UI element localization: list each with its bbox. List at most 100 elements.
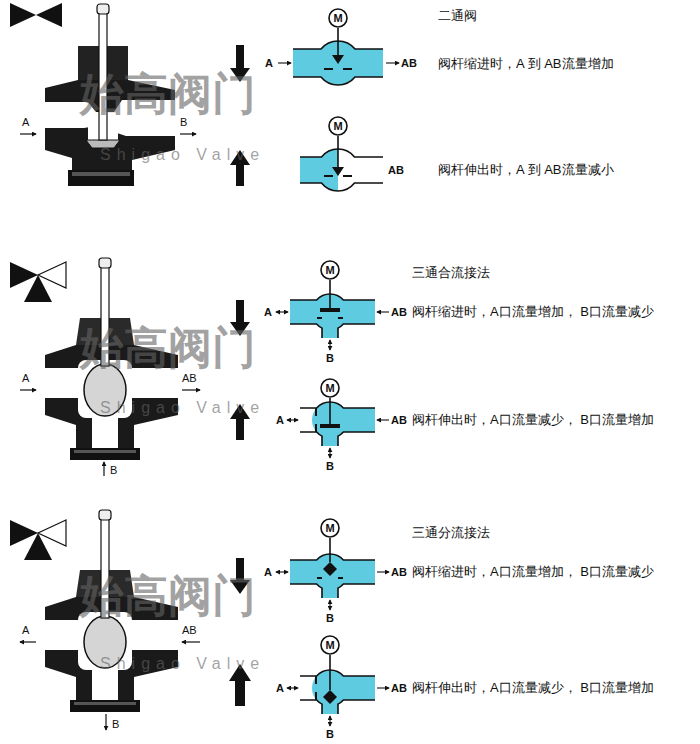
valve-stem <box>329 398 331 424</box>
flow-arrow <box>103 462 104 476</box>
flow-schematic <box>290 554 375 598</box>
port-label: AB <box>391 566 407 579</box>
flow-arrow <box>276 311 288 312</box>
watermark: Shigao Valve <box>100 655 265 673</box>
valve-stem <box>329 280 331 308</box>
valve-stem <box>329 538 331 562</box>
flow-schematic <box>300 402 375 446</box>
port-label: A <box>264 306 272 319</box>
valve-stem <box>329 655 331 690</box>
port-label: AB <box>401 57 417 70</box>
section-heading: 三通分流接法 <box>412 526 490 541</box>
port-label: B <box>326 612 334 625</box>
description-text: 阀杆缩进时，A口流量增加， B口流量减少 <box>412 565 654 580</box>
circle-outline <box>321 636 339 654</box>
description-text: 阀杆伸出时，A口流量减少， B口流量增加 <box>412 681 654 696</box>
valve-plug <box>323 562 337 576</box>
motor-circle: M <box>328 116 348 136</box>
flow-arrow <box>278 62 291 63</box>
motor-letter: M <box>325 640 334 651</box>
motor-letter: M <box>325 265 334 276</box>
description-text: 阀杆缩进时，A口流量增加， B口流量减少 <box>412 305 654 320</box>
description-text: 阀杆缩进时，A 到 AB流量增加 <box>438 57 614 72</box>
valve-plug <box>323 690 337 704</box>
motor-letter: M <box>333 13 342 24</box>
port-label: AB <box>391 414 407 427</box>
flow-arrow <box>377 311 389 312</box>
motor-circle: M <box>328 8 348 28</box>
two-way-valve <box>68 170 134 186</box>
valve-stem <box>337 28 339 55</box>
valve-stem <box>337 136 339 167</box>
flow-arrow <box>287 419 298 420</box>
circle-outline <box>329 9 347 27</box>
two-way-valve <box>97 4 109 14</box>
port-label: A <box>276 414 284 427</box>
port-label: A <box>22 372 29 385</box>
watermark: Shigao Valve <box>100 146 265 164</box>
flow-arrow <box>105 714 106 730</box>
section-heading: 三通合流接法 <box>412 266 490 281</box>
motor-circle: M <box>320 378 340 398</box>
port-label: B <box>326 460 334 473</box>
flow-arrow <box>287 687 298 688</box>
valve-symbol <box>10 3 36 27</box>
flow-arrow <box>20 641 36 642</box>
port-label: AB <box>182 624 197 637</box>
flow-arrow <box>20 134 200 730</box>
description-text: 阀杆伸出时，A口流量减少， B口流量增加 <box>412 413 654 428</box>
valve-plug <box>320 308 340 704</box>
flow-arrow <box>377 571 389 572</box>
port-label: A <box>276 682 284 695</box>
flow-arrow <box>276 571 288 572</box>
flow-arrow <box>329 340 330 350</box>
watermark: 始高阀门 <box>80 72 256 116</box>
port-label: B <box>326 728 334 741</box>
circle-outline <box>321 519 339 537</box>
valve-symbol <box>10 262 66 302</box>
motor-letter: M <box>325 523 334 534</box>
port-label: AB <box>388 164 404 177</box>
watermark: Shigao Valve <box>100 399 265 417</box>
port-label: A <box>22 624 29 637</box>
two-way-valve <box>72 172 130 176</box>
watermark: 始高阀门 <box>80 326 256 370</box>
flow-arrow <box>20 389 36 390</box>
flow-schematic <box>290 294 375 338</box>
valve-symbol <box>10 520 66 560</box>
motor-circle: M <box>320 518 340 538</box>
flow-arrow <box>329 600 330 610</box>
flow-arrow <box>180 133 196 134</box>
flow-schematic <box>300 670 375 714</box>
valve-symbol <box>36 3 62 27</box>
flow-arrow <box>182 389 200 390</box>
circle-outline <box>321 379 339 397</box>
valve-symbol <box>24 275 52 302</box>
flow-schematic <box>300 149 383 191</box>
flow-arrow <box>386 62 399 63</box>
port-label: B <box>110 464 117 477</box>
flow-arrow <box>329 716 330 726</box>
port-label: AB <box>391 306 407 319</box>
motor-circle: M <box>320 635 340 655</box>
port-label: AB <box>182 372 197 385</box>
valve-symbol <box>10 3 62 27</box>
valve-symbol <box>24 533 52 560</box>
circle-outline <box>321 261 339 279</box>
port-label: B <box>326 352 334 365</box>
port-label: A <box>22 116 29 129</box>
flow-arrow <box>377 419 389 420</box>
flow-arrow <box>377 687 389 688</box>
port-label: B <box>180 116 187 129</box>
port-label: B <box>112 718 119 731</box>
port-label: A <box>264 566 272 579</box>
flow-arrow <box>276 63 399 726</box>
description-text: 阀杆伸出时，A 到 AB流量减小 <box>438 163 614 178</box>
flow-arrow <box>182 641 200 642</box>
port-label: AB <box>391 682 407 695</box>
watermark: 始高阀门 <box>80 574 256 618</box>
flow-arrow <box>20 133 36 134</box>
port-label: A <box>265 57 273 70</box>
flow-arrow <box>329 448 330 458</box>
